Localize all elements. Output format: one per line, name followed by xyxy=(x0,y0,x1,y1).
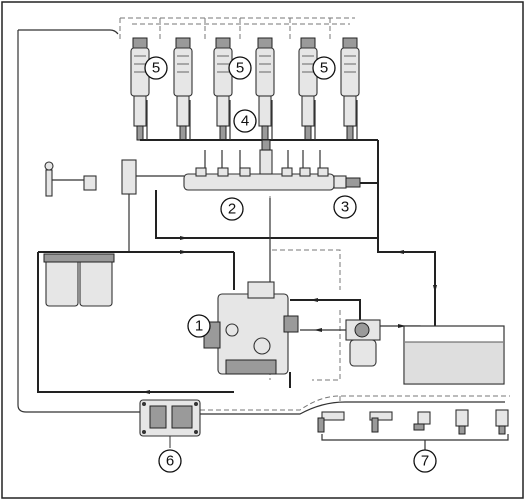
pressure-relief-valve xyxy=(333,175,361,189)
injector-2 xyxy=(173,37,193,141)
leak-off-lines xyxy=(146,100,358,140)
sensor-group xyxy=(317,409,509,435)
fuel-filter-pair xyxy=(43,253,115,307)
secondary-filter xyxy=(300,319,421,376)
sensor-1 xyxy=(317,411,345,433)
sensor-5 xyxy=(495,409,509,435)
callout-2: 2 xyxy=(220,197,244,221)
injector-group-3 xyxy=(298,37,360,141)
ecu-module xyxy=(139,399,201,437)
callout-7-label: 7 xyxy=(421,453,429,470)
flow-arrow xyxy=(180,236,188,240)
injector-wiring xyxy=(18,17,355,40)
callout-6: 6 xyxy=(158,449,182,473)
injector-6 xyxy=(340,37,360,141)
high-pressure-pump xyxy=(203,281,299,375)
sensor-2 xyxy=(369,411,393,433)
flow-arrow xyxy=(433,285,437,293)
sensor-4 xyxy=(455,409,469,435)
flow-arrow xyxy=(396,250,404,254)
injector-3 xyxy=(213,37,233,141)
ecu-harness xyxy=(200,401,505,415)
flow-arrow xyxy=(314,328,322,332)
callout-5-right-label: 5 xyxy=(320,60,328,77)
injector-4 xyxy=(255,37,275,141)
callout-7: 7 xyxy=(413,449,437,473)
high-pressure-lines xyxy=(204,150,321,176)
sensor-3 xyxy=(413,411,431,431)
injector-5 xyxy=(298,37,318,141)
rail-pressure-sensor xyxy=(259,139,273,175)
callout-5-right: 5 xyxy=(312,56,336,80)
ecu-sensor-wiring xyxy=(200,395,510,411)
pump-feed-line xyxy=(290,299,361,320)
fuel-tank xyxy=(403,325,505,385)
rail-feed-filter xyxy=(121,159,184,252)
flow-arrow xyxy=(398,324,406,328)
injector-1 xyxy=(130,37,150,141)
callout-1-label: 1 xyxy=(195,318,203,335)
flow-arrow xyxy=(310,298,318,302)
callout-5-middle-label: 5 xyxy=(236,60,244,77)
flow-arrow xyxy=(180,250,188,254)
injector-group-1 xyxy=(130,37,193,141)
tank-return-line xyxy=(155,190,436,376)
flow-arrow xyxy=(142,390,150,394)
leader-7 xyxy=(321,434,509,450)
callout-5-left: 5 xyxy=(144,56,168,80)
callout-5-left-label: 5 xyxy=(152,60,160,77)
callout-1: 1 xyxy=(187,314,211,338)
callout-4-label: 4 xyxy=(241,113,249,130)
callout-3-label: 3 xyxy=(341,199,349,216)
left-sensor xyxy=(44,161,97,197)
common-rail xyxy=(183,167,335,191)
callout-5-middle: 5 xyxy=(228,56,252,80)
callout-2-label: 2 xyxy=(228,201,236,218)
callout-3: 3 xyxy=(333,195,357,219)
left-signal-line xyxy=(17,30,140,413)
return-rail-line xyxy=(140,139,379,238)
callout-6-label: 6 xyxy=(166,453,174,470)
callout-4: 4 xyxy=(233,109,257,133)
supply-loop-line xyxy=(37,251,235,393)
